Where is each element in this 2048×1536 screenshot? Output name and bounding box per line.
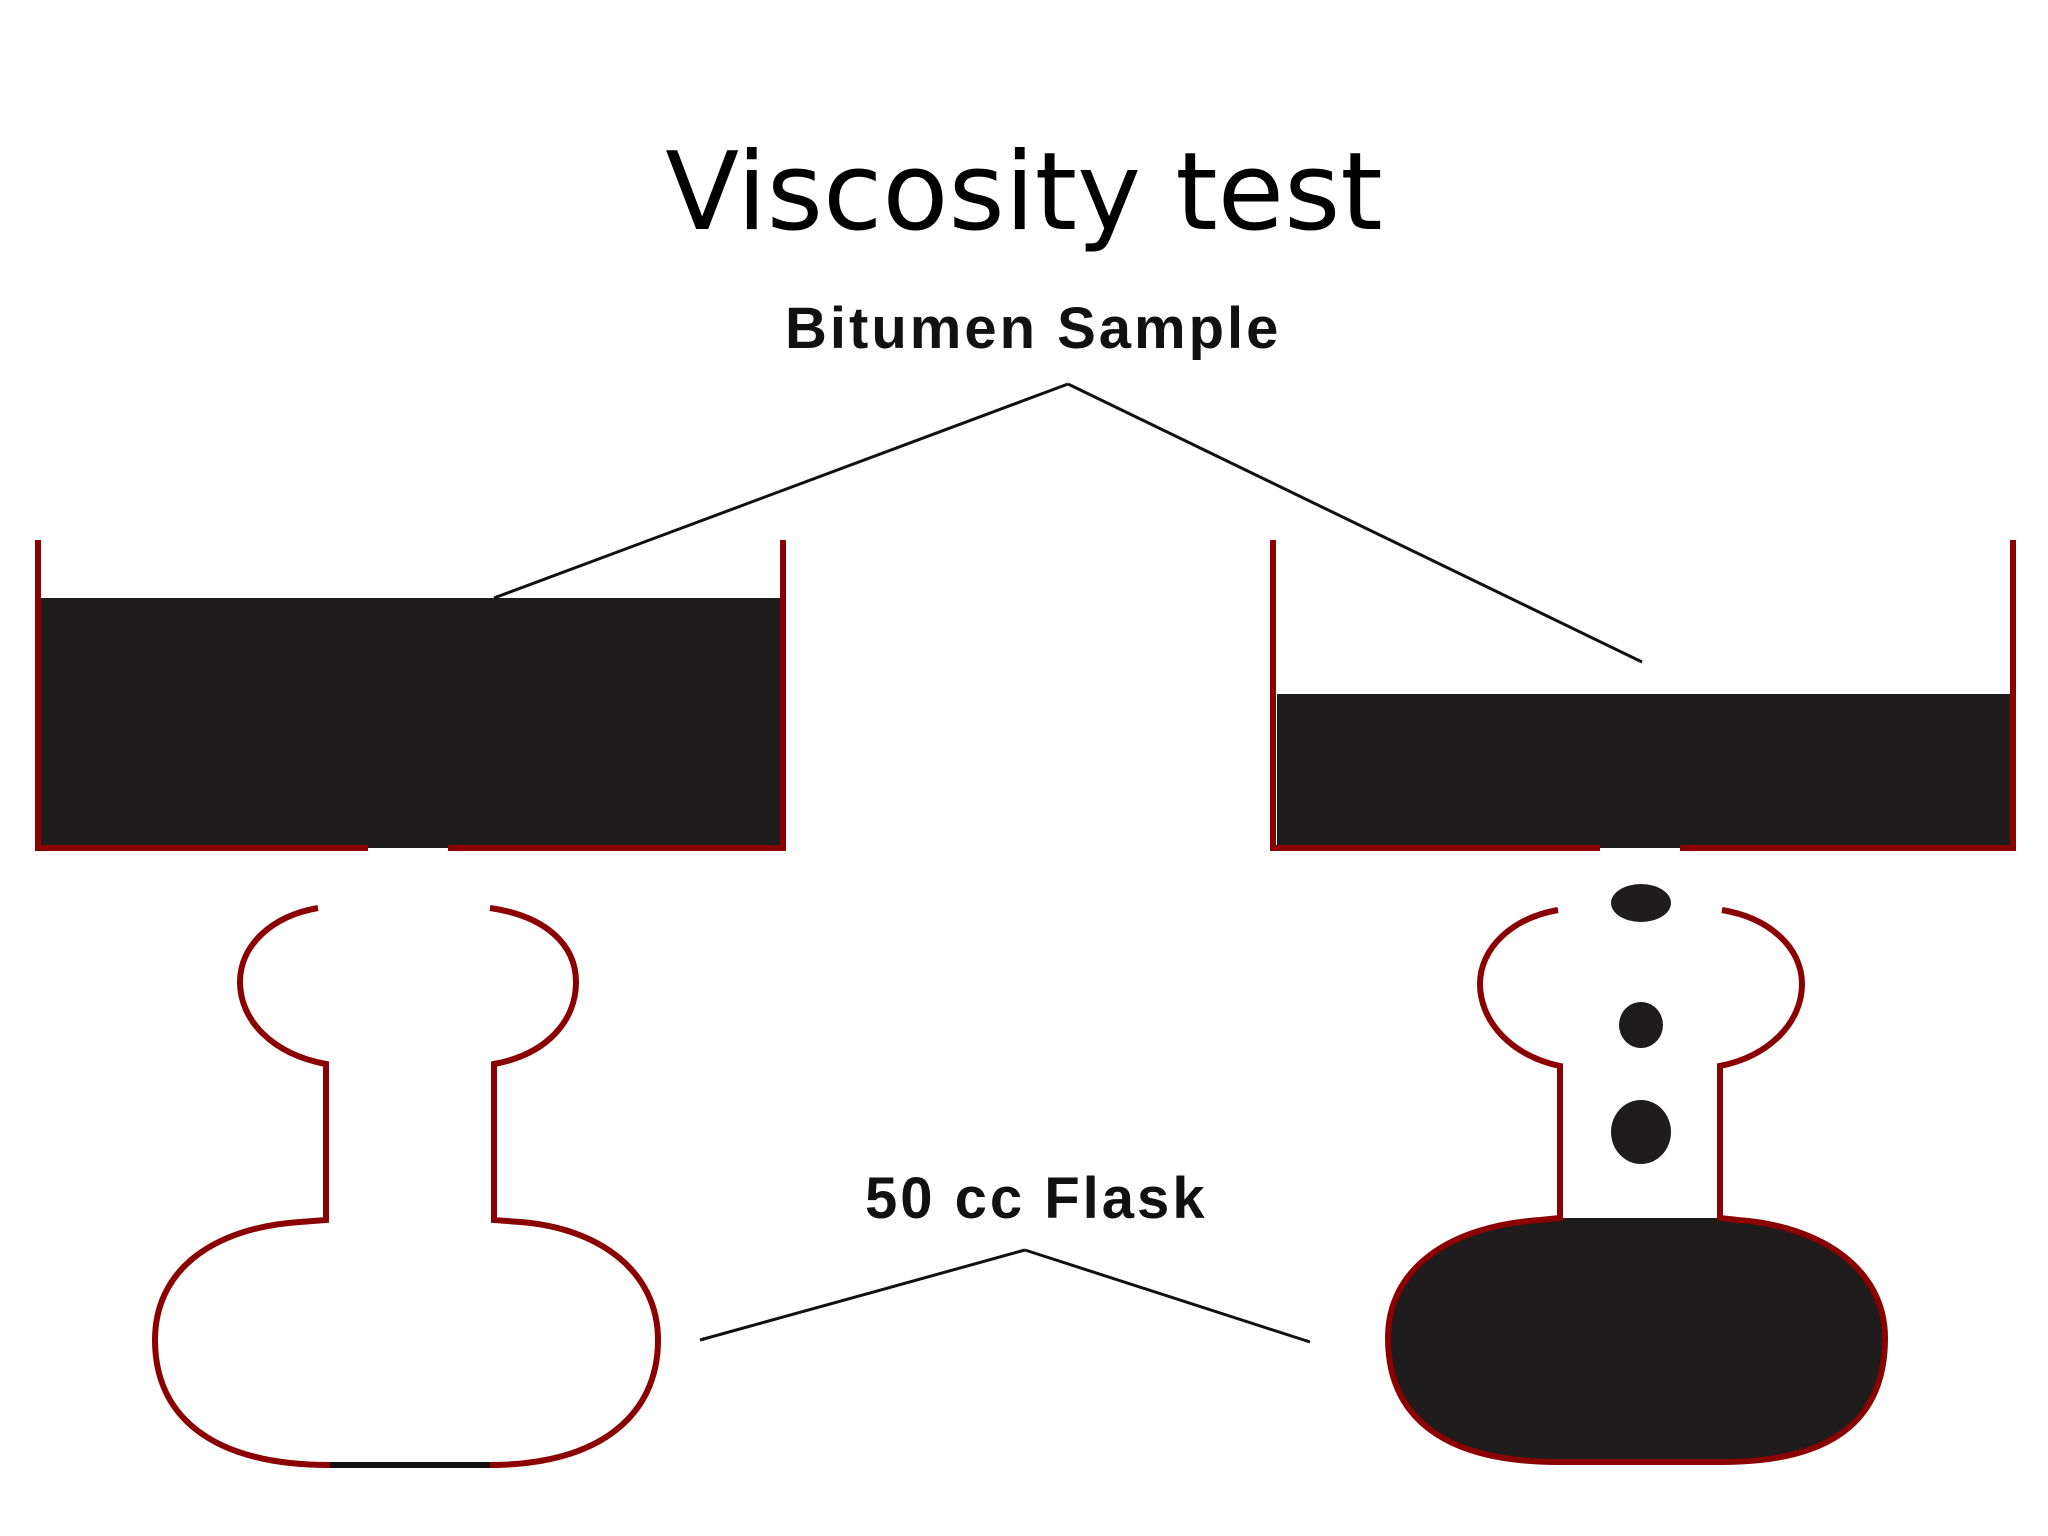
left-flask-outline — [151, 905, 662, 1468]
left-cup — [35, 540, 786, 851]
right-cup — [1270, 540, 2016, 851]
arrow-to-right-flask — [1024, 1248, 1311, 1344]
right-cup-outline — [1270, 540, 2016, 851]
arrow-to-left-flask — [699, 1248, 1026, 1342]
right-cup-bitumen — [1277, 694, 2011, 848]
bitumen-drop-2 — [1619, 1002, 1663, 1048]
flask-label: 50 cc Flask — [865, 1166, 1208, 1231]
left-cup-bitumen — [40, 598, 781, 848]
sample-arrows — [493, 382, 1643, 664]
bitumen-sample-label: Bitumen Sample — [785, 296, 1282, 361]
left-cup-outline — [35, 540, 786, 851]
flask-arrows — [699, 1248, 1311, 1344]
arrow-to-left-cup — [493, 382, 1069, 600]
left-flask — [151, 905, 662, 1468]
arrow-to-right-cup — [1067, 382, 1643, 664]
bitumen-drop-1 — [1611, 884, 1671, 922]
right-flask — [1384, 884, 1889, 1465]
right-flask-bitumen — [1388, 1218, 1885, 1462]
slide-title: Viscosity test — [665, 130, 1383, 255]
right-flask-outline — [1384, 907, 1889, 1465]
bitumen-drop-3 — [1611, 1100, 1671, 1164]
